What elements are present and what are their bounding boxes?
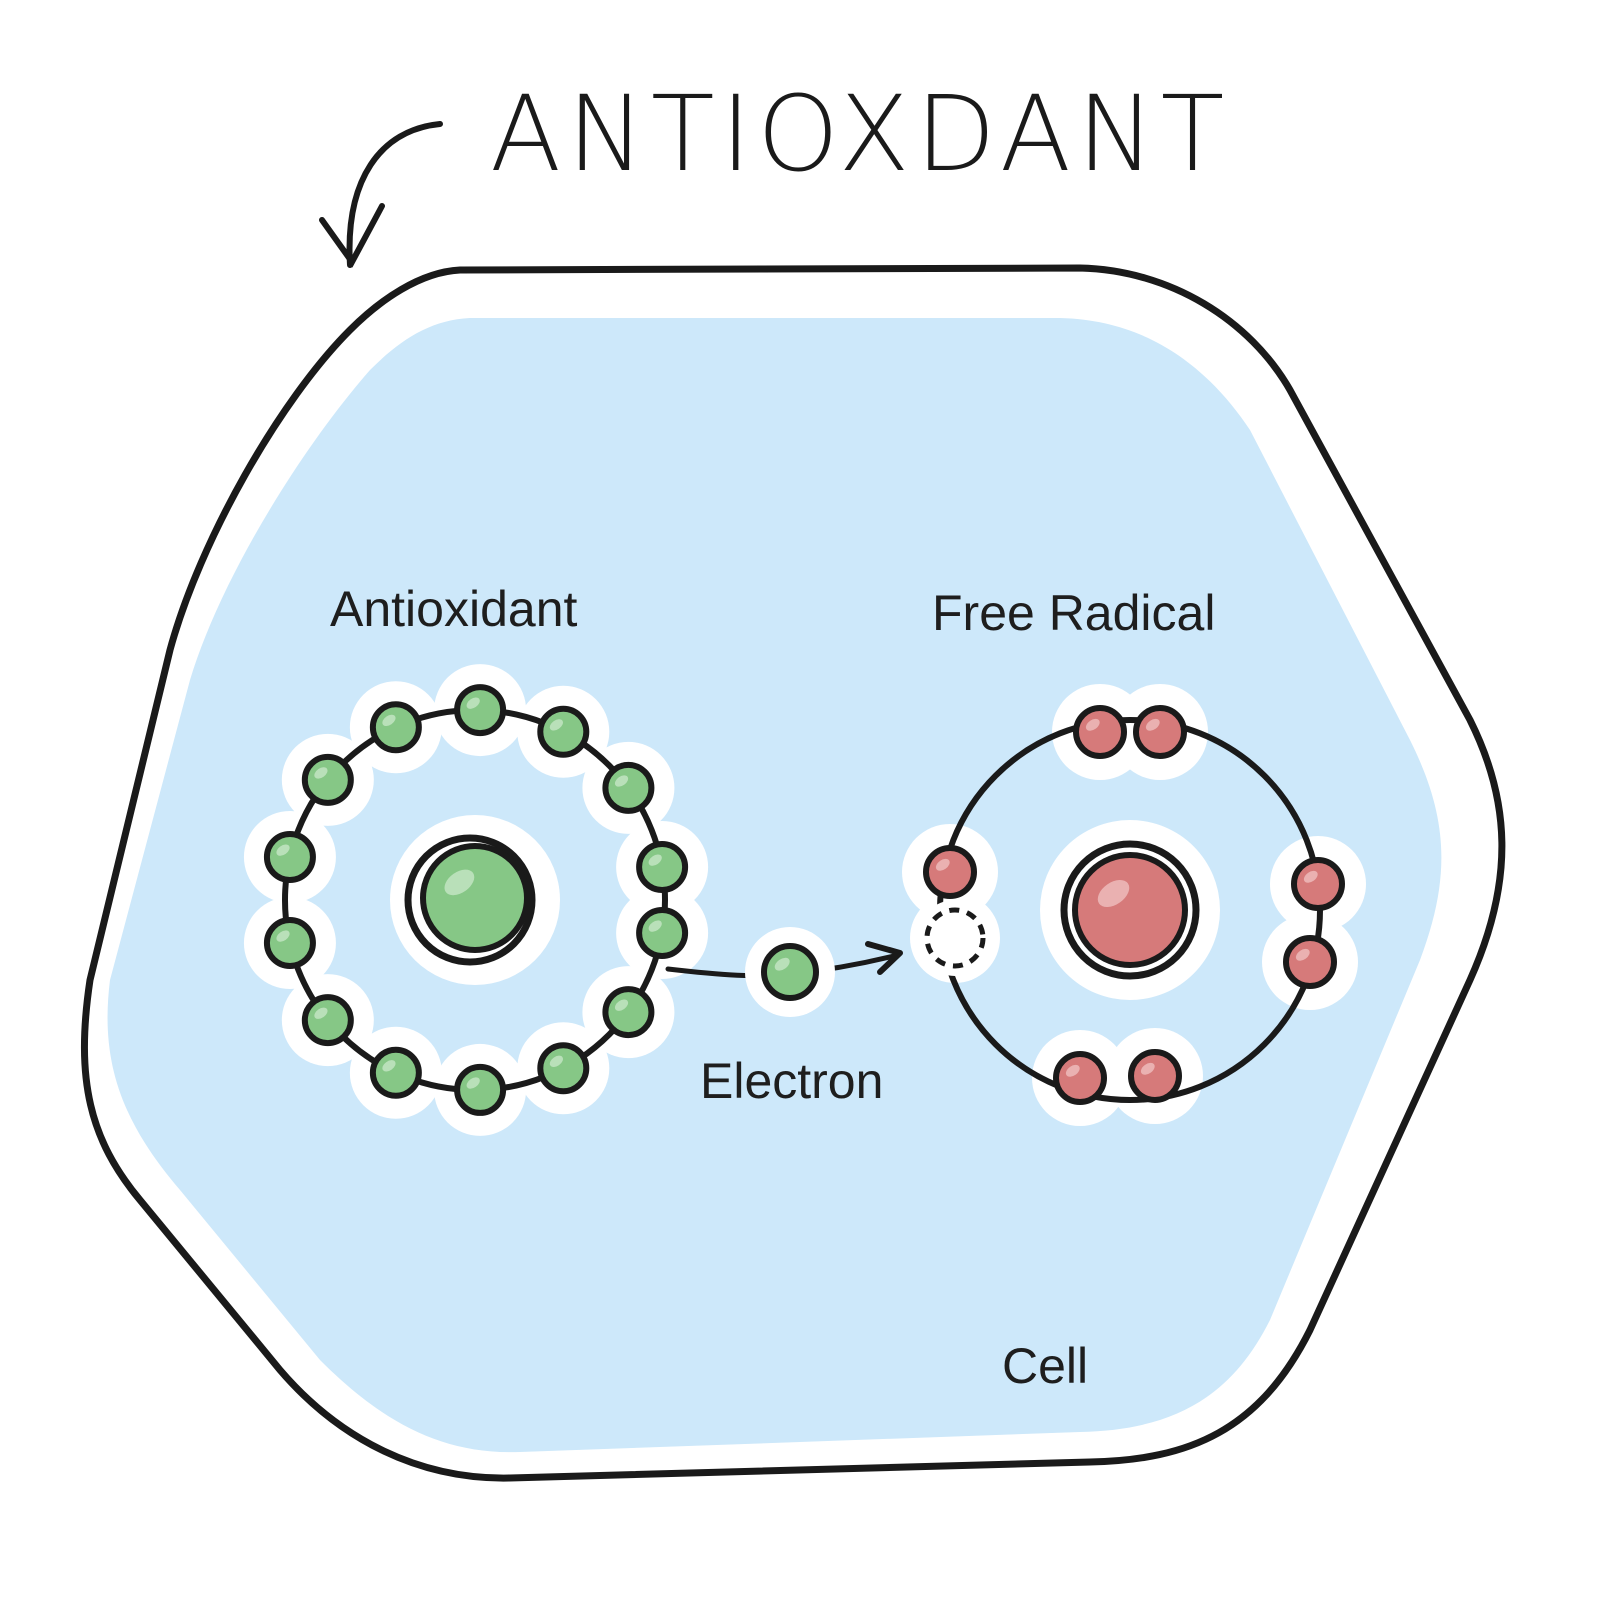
antioxidant-atom — [243, 664, 709, 1136]
antioxidant-electron — [454, 1063, 507, 1116]
antioxidant-label: Antioxidant — [330, 581, 577, 637]
antioxidant-electron — [454, 684, 507, 737]
antioxidant-electron — [636, 841, 689, 894]
antioxidant-electron — [537, 705, 590, 758]
free-radical-electron — [1283, 935, 1337, 989]
electron-label: Electron — [700, 1053, 883, 1109]
antioxidant-electron — [263, 831, 316, 884]
antioxidant-electron — [602, 761, 655, 814]
transferred-electron — [745, 927, 835, 1017]
electron-transfer — [665, 927, 903, 1017]
antioxidant-electron — [369, 701, 422, 754]
free-radical-nucleus — [1072, 852, 1188, 968]
cell-label: Cell — [1002, 1338, 1088, 1394]
free-radical-electron — [1291, 857, 1345, 911]
pointer-arrow-icon — [319, 121, 443, 268]
antioxidant-nucleus — [420, 843, 530, 953]
cell — [80, 264, 1506, 1482]
antioxidant-electron — [602, 986, 655, 1039]
antioxidant-electron — [636, 906, 689, 959]
antioxidant-electron — [369, 1046, 422, 1099]
free-radical-electron — [1133, 705, 1187, 759]
cell-cytoplasm — [107, 318, 1442, 1453]
antioxidant-electron — [301, 994, 354, 1047]
free-radical-atom — [902, 684, 1366, 1126]
diagram-title: ANTIOXDANT — [490, 73, 1230, 195]
antioxidant-electron — [301, 753, 354, 806]
antioxidant-electron — [263, 916, 316, 969]
free-radical-electron — [1073, 705, 1127, 759]
transfer-electron — [761, 943, 819, 1001]
antioxidant-electron — [537, 1042, 590, 1095]
free-radical-label: Free Radical — [932, 585, 1215, 641]
free-radical-electron — [1128, 1049, 1182, 1103]
free-radical-electron — [923, 845, 977, 899]
free-radical-electron — [1053, 1051, 1107, 1105]
transfer-arrowhead-icon — [865, 941, 903, 975]
missing-electron-slot — [924, 907, 986, 969]
